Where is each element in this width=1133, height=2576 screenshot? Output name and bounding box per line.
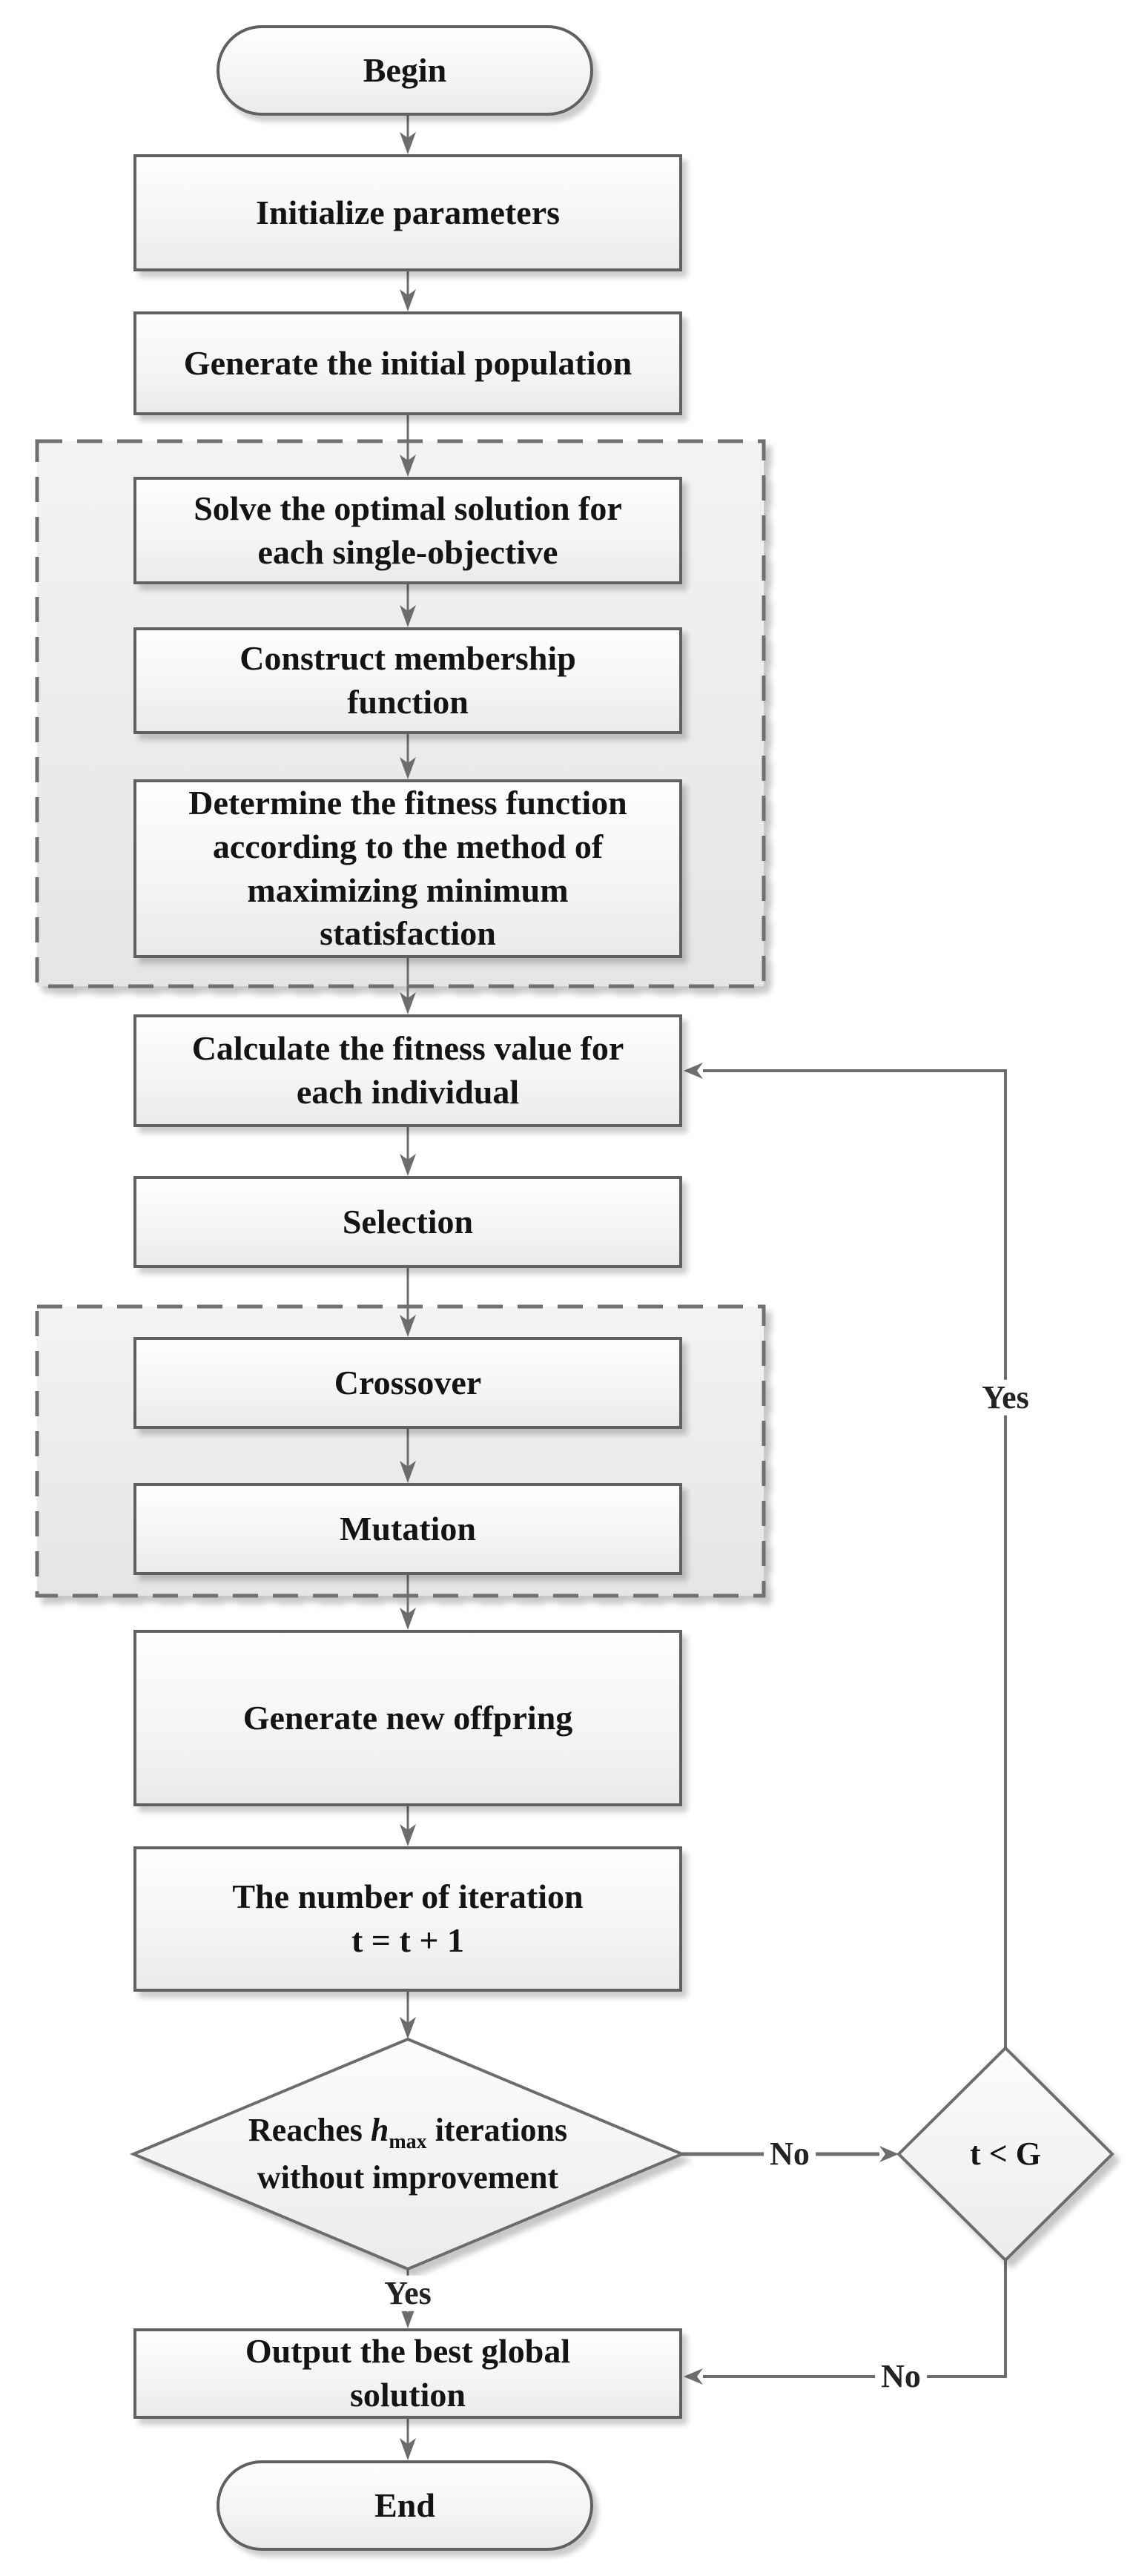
node-mutation-label: Mutation [340, 1509, 476, 1548]
node-end-label: End [374, 2486, 435, 2524]
arrowheads [400, 132, 899, 2460]
node-calculate-fitness-value: Calculate the fitness value for each ind… [133, 1014, 682, 1127]
node-generate-new-offspring: Generate new offpring [133, 1630, 682, 1806]
node-determine-fitness-function: Determine the fitness function according… [133, 779, 682, 958]
edge-label-no-branch: No [764, 2136, 816, 2173]
node-iteration-counter: The number of iteration t = t + 1 [133, 1846, 682, 1992]
decision-improvement-label: Reaches hmax iterations without improvem… [248, 2111, 568, 2196]
node-begin: Begin [217, 25, 593, 116]
node-begin-label: Begin [363, 50, 447, 89]
node-crossover: Crossover [133, 1337, 682, 1429]
node-solve-optimal-solution: Solve the optimal solution for each sing… [133, 477, 682, 584]
node-generate-initial-population: Generate the initial population [133, 311, 682, 415]
edge-label-no-loop: No [875, 2358, 927, 2395]
decision-improvement-shape [129, 2037, 687, 2271]
node-construct-membership-function: Construct membership function [133, 627, 682, 734]
decision-generation-label: t < G [970, 2135, 1041, 2172]
edge-label-yes-loop: Yes [976, 1379, 1035, 1416]
node-output-best-solution: Output the best global solution [133, 2328, 682, 2419]
node-crossover-label: Crossover [334, 1363, 482, 1401]
decision-generation-shape [896, 2046, 1114, 2262]
node-initialize-parameters: Initialize parameters [133, 154, 682, 271]
node-generate-initial-population-label: Generate the initial population [183, 343, 632, 382]
node-selection: Selection [133, 1176, 682, 1268]
node-initialize-parameters-label: Initialize parameters [255, 193, 561, 231]
edge-label-yes-branch: Yes [378, 2275, 437, 2312]
node-end: End [217, 2460, 593, 2551]
node-mutation: Mutation [133, 1483, 682, 1575]
node-generate-new-offspring-label: Generate new offpring [242, 1698, 573, 1737]
node-selection-label: Selection [342, 1202, 474, 1241]
